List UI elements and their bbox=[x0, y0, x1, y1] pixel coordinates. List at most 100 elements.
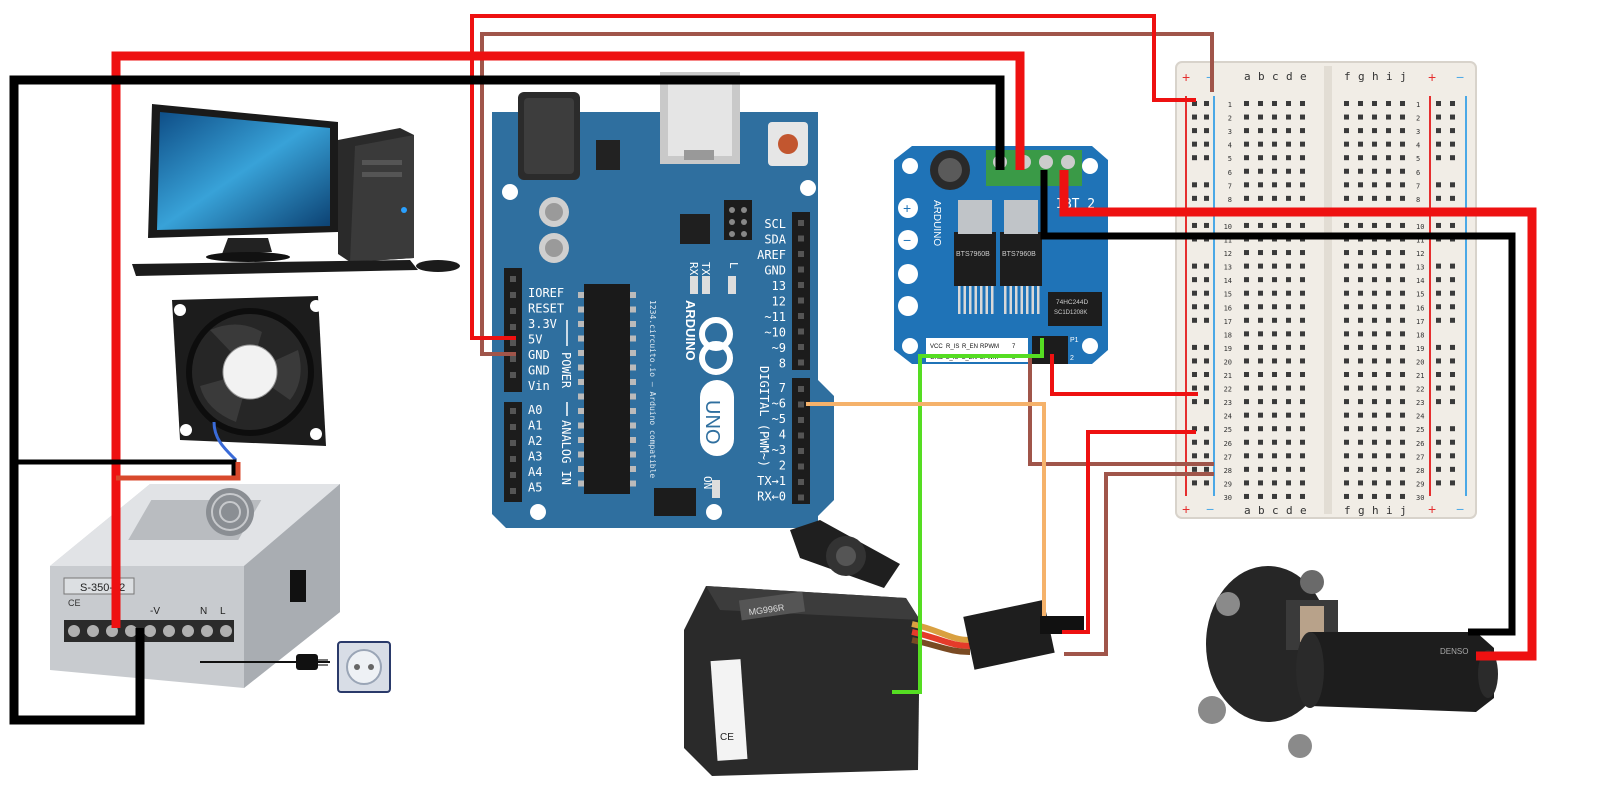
psu-v-label: -V bbox=[150, 606, 160, 617]
pin-label: SCL bbox=[764, 217, 786, 231]
column-label: b bbox=[1258, 70, 1265, 83]
row-number: 29 bbox=[1224, 480, 1232, 488]
column-label: h bbox=[1372, 504, 1379, 517]
row-number: 13 bbox=[1224, 264, 1232, 272]
plus-rail-label: + bbox=[1182, 69, 1190, 85]
driver-ic-sub-label: SC1D1208K bbox=[1054, 310, 1087, 316]
row-number: 24 bbox=[1224, 413, 1232, 421]
servo-motor: MG996R CE bbox=[684, 520, 1084, 776]
driver-pin-label: R_IS bbox=[946, 344, 959, 350]
row-number: 25 bbox=[1416, 426, 1424, 434]
driver-pin-label: 7 bbox=[1012, 344, 1016, 350]
row-number: 12 bbox=[1224, 250, 1232, 258]
row-number: 3 bbox=[1416, 128, 1420, 136]
cooling-fan-icon bbox=[172, 296, 326, 462]
terminal-screw bbox=[220, 625, 232, 637]
driver-pin-2: 2 bbox=[1070, 355, 1074, 362]
pin-label: Vin bbox=[528, 379, 550, 393]
row-number: 15 bbox=[1224, 291, 1232, 299]
column-label: j bbox=[1400, 504, 1407, 517]
row-number: 2 bbox=[1228, 115, 1232, 123]
pin-label: A1 bbox=[528, 419, 542, 433]
pin-label: ~11 bbox=[764, 310, 786, 324]
row-number: 15 bbox=[1416, 291, 1424, 299]
pin-label: ~10 bbox=[764, 326, 786, 340]
pin-label: 2 bbox=[779, 459, 786, 473]
row-number: 22 bbox=[1224, 386, 1232, 394]
psu-terminal-screws bbox=[68, 625, 232, 637]
row-number: 30 bbox=[1416, 494, 1424, 502]
row-number: 12 bbox=[1416, 250, 1424, 258]
row-number: 21 bbox=[1224, 372, 1232, 380]
pin-label: AREF bbox=[757, 248, 786, 262]
row-number: 10 bbox=[1224, 223, 1232, 231]
wire-red-psu-to-driver bbox=[111, 51, 1025, 628]
row-number: 2 bbox=[1416, 115, 1420, 123]
row-number: 23 bbox=[1416, 399, 1424, 407]
column-label: d bbox=[1286, 70, 1293, 83]
row-number: 30 bbox=[1224, 494, 1232, 502]
pin-label: RX←0 bbox=[757, 490, 786, 504]
column-label: e bbox=[1300, 504, 1307, 517]
driver-chip-right-label: BTS7960B bbox=[1002, 251, 1036, 258]
row-number: 16 bbox=[1416, 304, 1424, 312]
header-pins bbox=[510, 220, 804, 501]
pin-label: IOREF bbox=[528, 286, 564, 300]
minus-rail-label: − bbox=[1456, 69, 1464, 85]
wire-red-breadboard-to-5v bbox=[470, 14, 1196, 340]
pin-label: A0 bbox=[528, 403, 542, 417]
row-number: 4 bbox=[1416, 142, 1420, 150]
pin-label: SDA bbox=[764, 233, 786, 247]
pin-label: 4 bbox=[779, 428, 786, 442]
ibt2-motor-driver: BTS7960B BTS7960B 74HC244D SC1D1208K + −… bbox=[894, 146, 1108, 364]
column-label: h bbox=[1372, 70, 1379, 83]
row-number: 7 bbox=[1416, 182, 1420, 190]
pin-label: GND bbox=[528, 348, 550, 362]
row-number: 13 bbox=[1416, 264, 1424, 272]
row-number: 22 bbox=[1416, 386, 1424, 394]
row-number: 8 bbox=[1416, 196, 1420, 204]
row-number: 3 bbox=[1228, 128, 1232, 136]
row-number: 25 bbox=[1224, 426, 1232, 434]
pin-label: GND bbox=[528, 364, 550, 378]
row-number: 23 bbox=[1224, 399, 1232, 407]
wire-brown-breadboard-to-gnd bbox=[480, 32, 1214, 356]
driver-pin-1: 1 bbox=[1024, 343, 1028, 350]
row-number: 28 bbox=[1224, 467, 1232, 475]
pin-label: 12 bbox=[772, 295, 786, 309]
driver-pin-label: RPWM bbox=[980, 344, 999, 350]
row-number: 8 bbox=[1228, 196, 1232, 204]
wire-black-psu-to-driver bbox=[9, 75, 1005, 725]
pin-label: 13 bbox=[772, 279, 786, 293]
power-title: POWER bbox=[559, 352, 573, 389]
psu-n-label: N bbox=[200, 606, 207, 617]
column-label: b bbox=[1258, 504, 1265, 517]
row-number: 11 bbox=[1224, 237, 1232, 245]
psu-fan-grill bbox=[206, 488, 254, 536]
driver-tag: P1 bbox=[1070, 337, 1079, 344]
row-number: 5 bbox=[1416, 155, 1420, 163]
row-number: 21 bbox=[1416, 372, 1424, 380]
arduino-uno-board: TX RX L ON ARDUINO UNO 1234.circuito.io … bbox=[492, 72, 834, 528]
wire-fan-power bbox=[14, 459, 241, 481]
row-number: 28 bbox=[1416, 467, 1424, 475]
pin-label: 5V bbox=[528, 333, 542, 347]
column-label: i bbox=[1386, 70, 1393, 83]
psu-ce-mark: CE bbox=[68, 598, 81, 608]
plus-rail-label: + bbox=[1182, 501, 1190, 517]
row-number: 19 bbox=[1416, 345, 1424, 353]
column-label: c bbox=[1272, 70, 1279, 83]
driver-pin-label: VCC bbox=[930, 344, 943, 350]
row-number: 19 bbox=[1224, 345, 1232, 353]
terminal-screw bbox=[201, 625, 213, 637]
minus-icon: − bbox=[903, 232, 911, 248]
column-label: f bbox=[1344, 70, 1351, 83]
row-number: 10 bbox=[1416, 223, 1424, 231]
pin-label: A4 bbox=[528, 465, 542, 479]
row-number: 4 bbox=[1228, 142, 1232, 150]
column-label: c bbox=[1272, 504, 1279, 517]
row-number: 27 bbox=[1224, 453, 1232, 461]
pin-label: TX→1 bbox=[757, 474, 786, 488]
